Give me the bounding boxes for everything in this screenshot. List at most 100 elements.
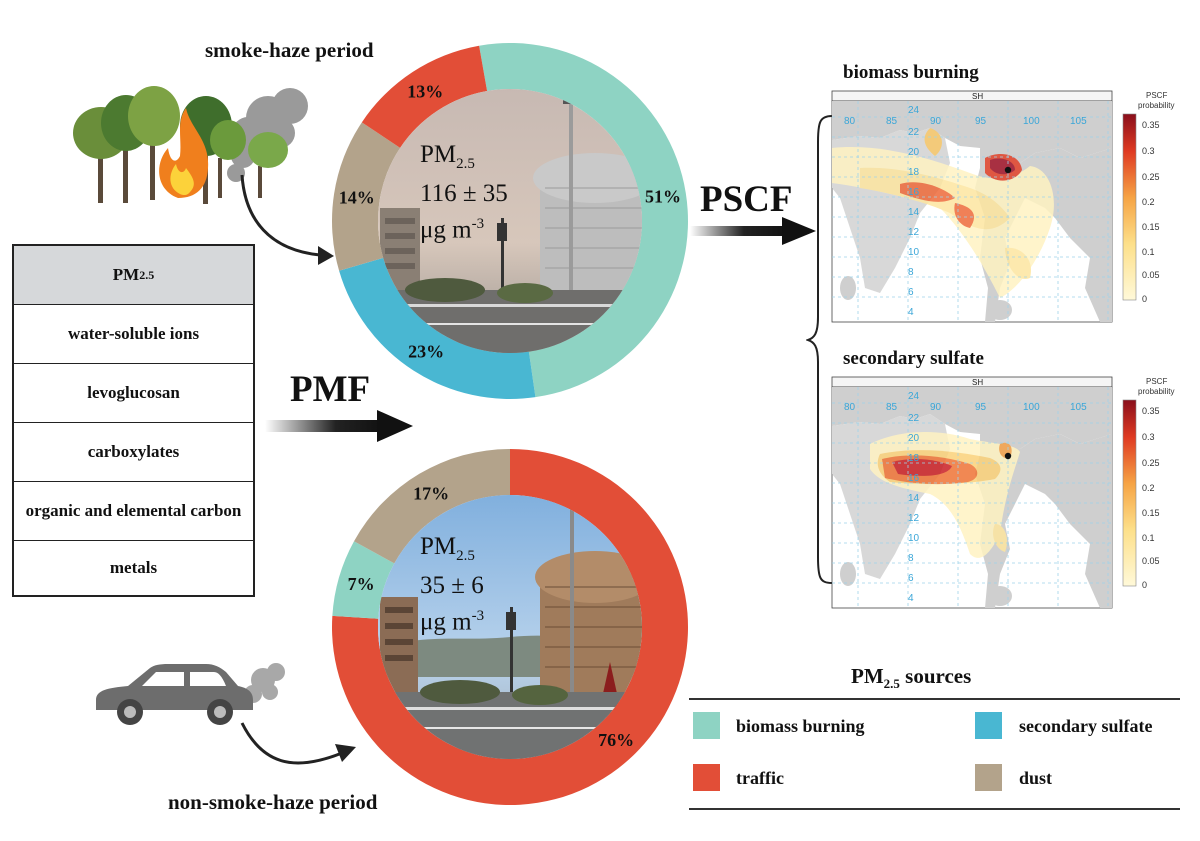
lon-tick: 90: [930, 116, 942, 127]
curved-arrow-nonsmoke: [240, 722, 356, 765]
lat-tick: 20: [908, 147, 920, 158]
nonsmoke-label-biomass-burning: 7%: [348, 574, 375, 594]
scale-tick: 0.1: [1142, 247, 1155, 257]
pmf-arrow: [265, 410, 413, 442]
nonsmoke-pm-unit-sup: -3: [471, 608, 485, 624]
table-header-sub: 2.5: [139, 268, 155, 282]
lat-tick: 22: [908, 413, 920, 424]
nonsmoke-street-photo: [378, 495, 642, 759]
lat-tick: 24: [908, 391, 920, 402]
legend-label-traffic: traffic: [736, 768, 784, 788]
scale-tick: 0.2: [1142, 483, 1155, 493]
scale-tick: 0.3: [1142, 432, 1155, 442]
curved-arrow-smoke: [240, 174, 334, 265]
legend-title-probability: probability: [1138, 101, 1174, 110]
map-title-sulfate: secondary sulfate: [843, 348, 984, 369]
smoke-pm-unit-sup: -3: [471, 216, 485, 232]
lat-tick: 10: [908, 533, 920, 544]
lat-tick: 18: [908, 453, 920, 464]
lon-tick: 100: [1023, 116, 1040, 127]
nonsmoke-slice-biomass-burning: [332, 541, 395, 619]
legend-swatch-sulfate: [975, 712, 1002, 739]
lat-tick: 6: [908, 287, 914, 298]
pscf-label: PSCF: [700, 179, 793, 220]
lon-tick: 95: [975, 116, 987, 127]
smoke-pm-value: 116 ± 35: [420, 180, 508, 207]
nonsmoke-donut-chart: 76%7%17%: [332, 449, 688, 805]
table-row: metals: [14, 540, 253, 595]
lon-tick: 100: [1023, 402, 1040, 413]
table-row: levoglucosan: [14, 363, 253, 422]
scale-tick: 0.25: [1142, 172, 1160, 182]
nonsmoke-pm-concentration: PM2.5 35 ± 6 μg m-3: [420, 532, 484, 637]
forest-fire-icon: [73, 86, 308, 204]
pscf-color-scale: [1122, 399, 1137, 587]
lon-tick: 105: [1070, 116, 1087, 127]
smoke-label-secondary-sulfate: 23%: [408, 341, 444, 361]
scale-tick: 0.35: [1142, 406, 1160, 416]
smoke-pm-sub: 2.5: [456, 156, 475, 172]
legend-title-pscf: PSCF: [1146, 91, 1167, 100]
lon-tick: 105: [1070, 402, 1087, 413]
smoke-label-dust: 14%: [339, 188, 375, 208]
smoke-pm-unit: μg m: [420, 216, 472, 244]
scale-tick: 0.15: [1142, 222, 1160, 232]
lat-tick: 6: [908, 573, 914, 584]
lat-tick: 20: [908, 433, 920, 444]
legend-title-sub: 2.5: [883, 676, 900, 692]
legend-swatch-traffic: [693, 764, 720, 791]
legend-title-probability: probability: [1138, 387, 1174, 396]
pscf-map-sulfate: SH 80 85 90 95 100 105 24 22 20 18 16 14…: [831, 376, 1174, 609]
legend-bottom-rule: [689, 808, 1180, 810]
legend-title-pscf: PSCF: [1146, 377, 1167, 386]
scale-tick: 0.05: [1142, 270, 1160, 280]
lat-tick: 16: [908, 187, 920, 198]
pscf-color-scale: [1122, 113, 1137, 301]
legend-title-main: PM: [851, 664, 884, 688]
lat-tick: 14: [908, 207, 920, 218]
scale-tick: 0.1: [1142, 533, 1155, 543]
nonsmoke-pm-sub: 2.5: [456, 548, 475, 564]
lon-tick: 80: [844, 402, 856, 413]
lon-tick: 85: [886, 402, 898, 413]
lat-tick: 10: [908, 247, 920, 258]
lat-tick: 16: [908, 473, 920, 484]
lat-tick: 4: [908, 593, 914, 604]
car-exhaust-icon: [96, 663, 285, 725]
legend-title-rest: sources: [899, 664, 972, 688]
scale-tick: 0.15: [1142, 508, 1160, 518]
nonsmoke-pm-label: PM: [420, 533, 457, 560]
smoke-label-traffic: 13%: [407, 81, 443, 101]
smoke-slice-dust: [332, 122, 401, 271]
lat-tick: 12: [908, 227, 920, 238]
smoke-pm-label: PM: [420, 141, 457, 168]
lat-tick: 24: [908, 105, 920, 116]
lon-tick: 80: [844, 116, 856, 127]
smoke-pm-concentration: PM2.5 116 ± 35 μg m-3: [420, 140, 508, 245]
lat-tick: 4: [908, 307, 914, 318]
map-title-biomass: biomass burning: [843, 62, 979, 83]
pscf-map-biomass: SH 80 85 90 95 100 105 24 22 20 18 16 14…: [831, 90, 1174, 323]
smoke-slice-biomass-burning: [479, 43, 688, 398]
map-header-sh: SH: [972, 92, 983, 101]
table-row: carboxylates: [14, 422, 253, 481]
scale-tick: 0.05: [1142, 556, 1160, 566]
legend-swatch-dust: [975, 764, 1002, 791]
lat-tick: 8: [908, 267, 914, 278]
pscf-arrow: [690, 217, 816, 245]
maps-bracket: [806, 115, 833, 584]
smoke-slice-traffic: [361, 45, 488, 148]
lon-tick: 95: [975, 402, 987, 413]
lat-tick: 22: [908, 127, 920, 138]
legend-label-dust: dust: [1019, 768, 1053, 788]
scale-tick: 0: [1142, 580, 1147, 590]
table-row: water-soluble ions: [14, 304, 253, 363]
nonsmoke-pm-unit: μg m: [420, 608, 472, 636]
scale-tick: 0.35: [1142, 120, 1160, 130]
table-row: organic and elemental carbon: [14, 481, 253, 540]
scale-tick: 0.25: [1142, 458, 1160, 468]
legend-label-sulfate: secondary sulfate: [1019, 716, 1153, 736]
nonsmoke-label-traffic: 76%: [598, 730, 634, 750]
legend-top-rule: [689, 698, 1180, 700]
